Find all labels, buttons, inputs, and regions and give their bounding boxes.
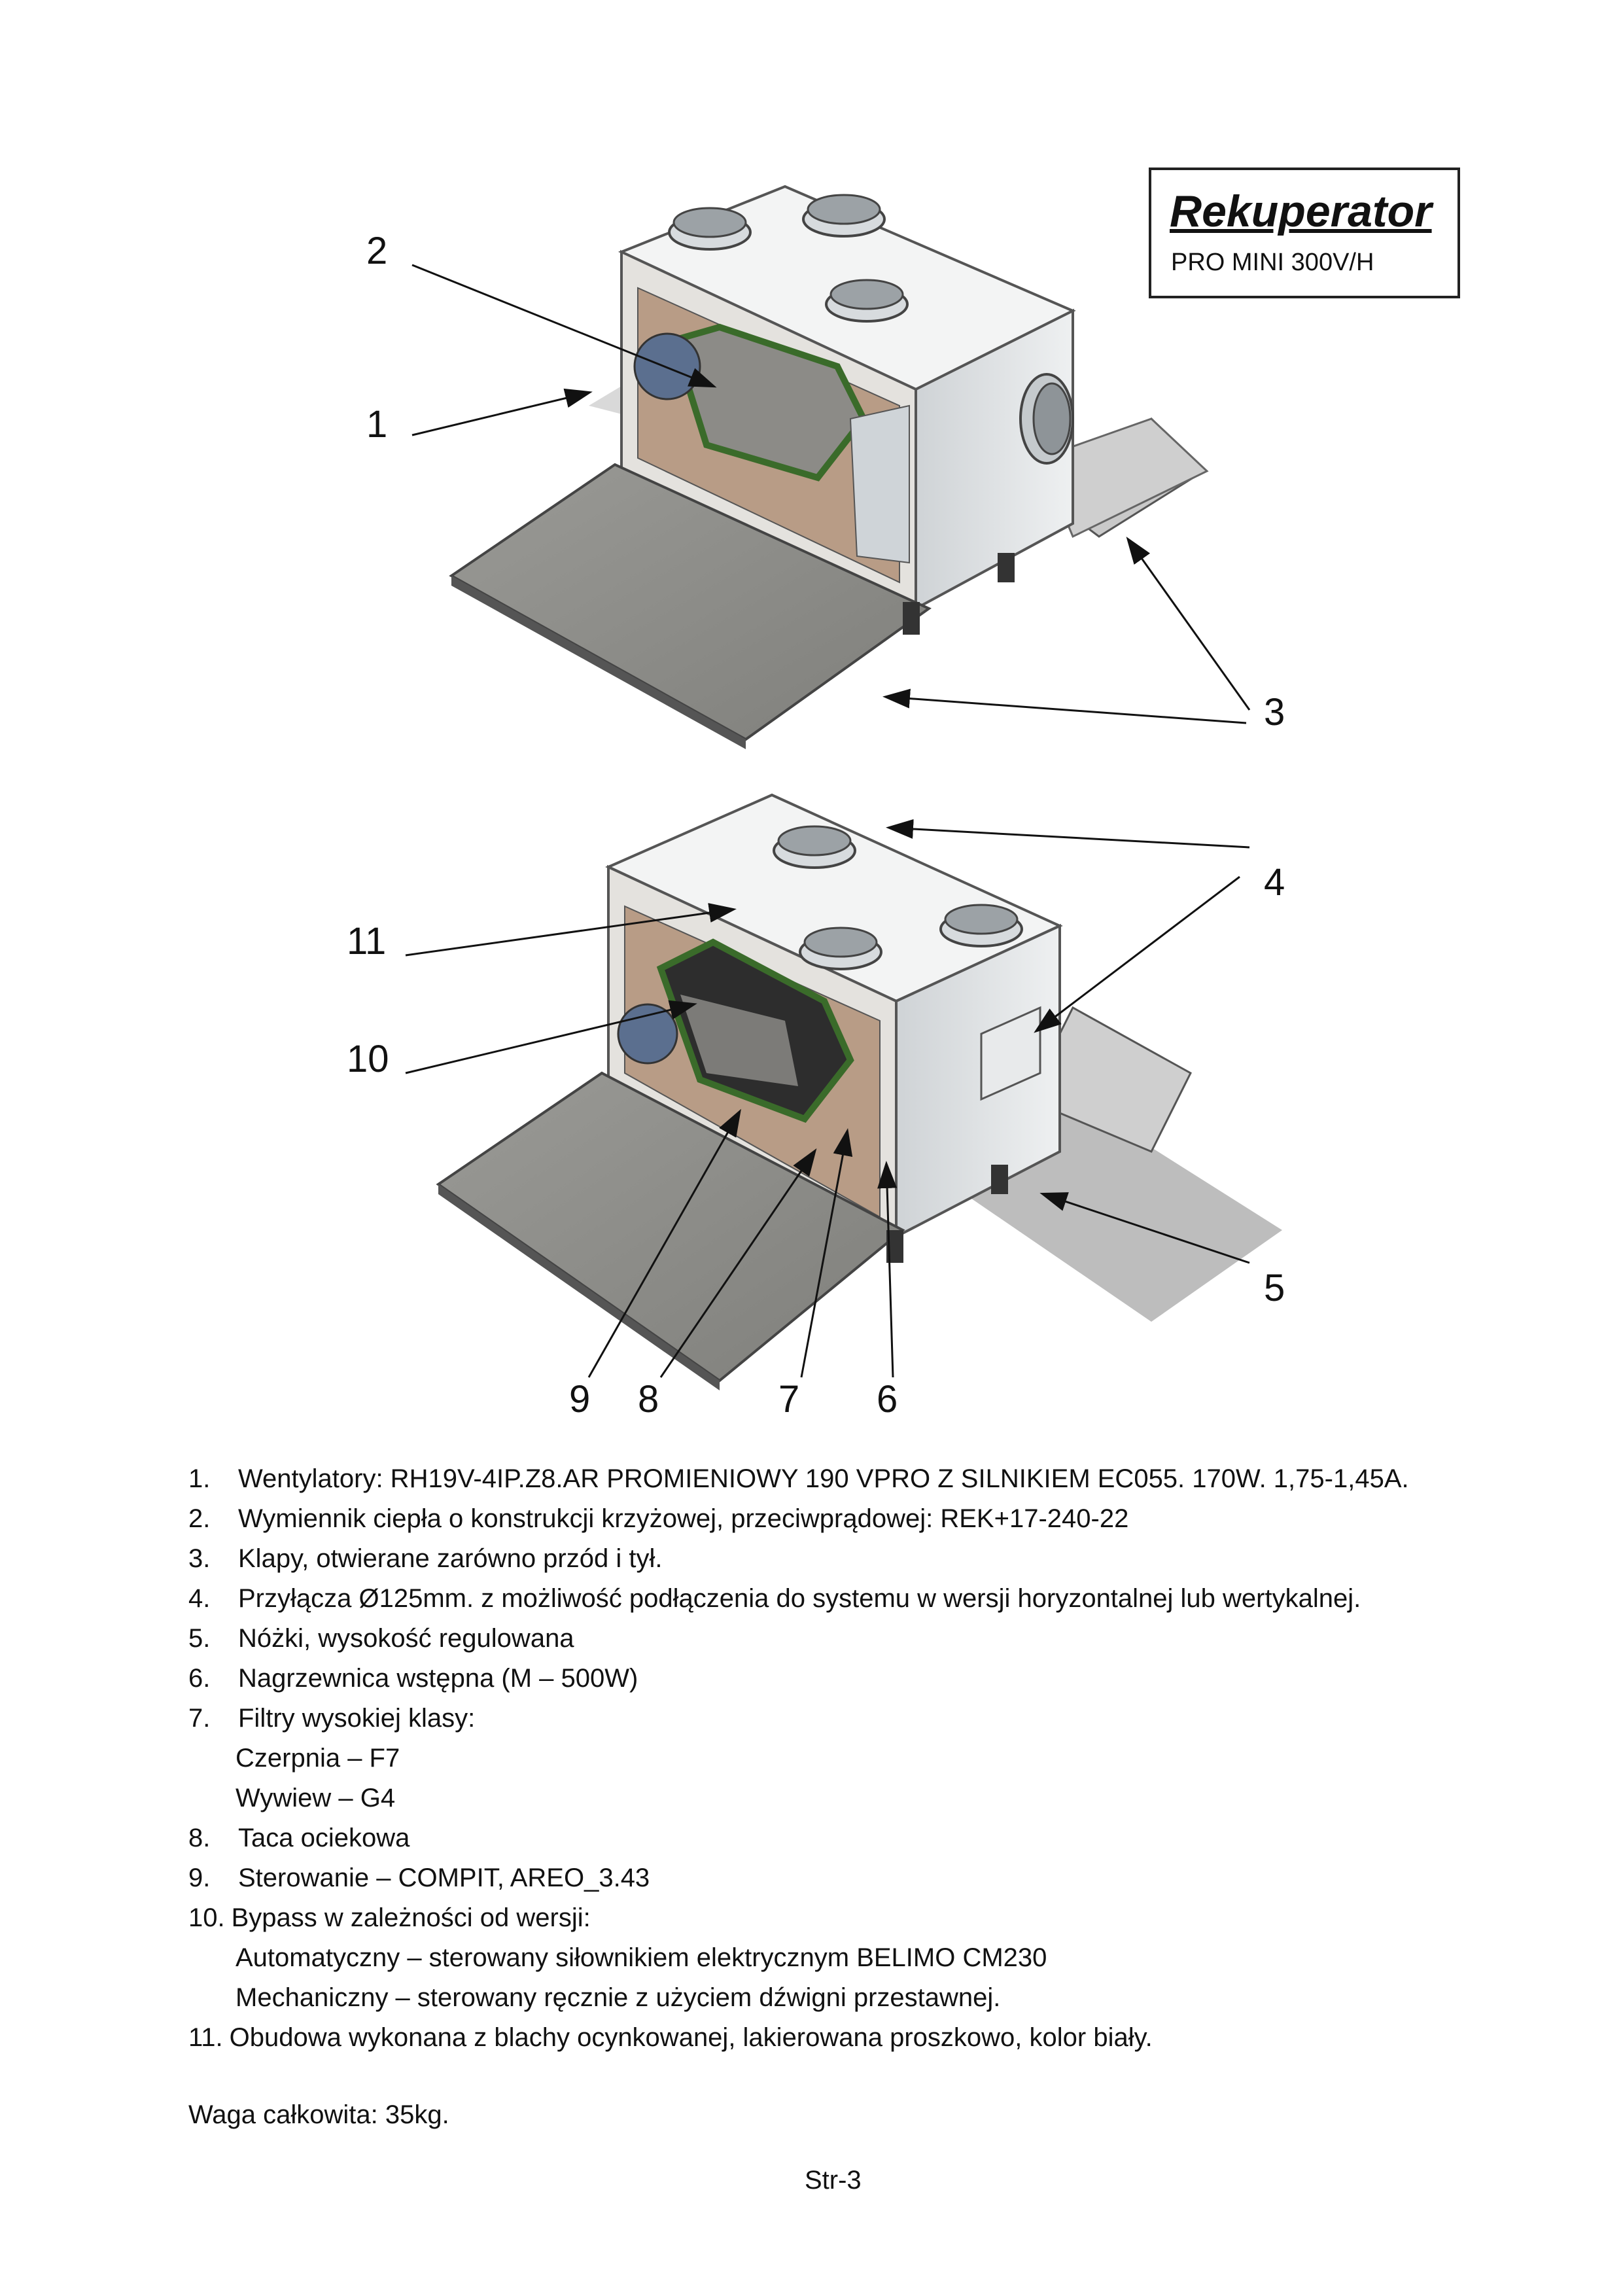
leader-lines <box>405 264 1251 1378</box>
spec-subitem: Czerpnia – F7 <box>236 1744 400 1773</box>
page-number: Str-3 <box>805 2166 862 2195</box>
spec-text: Nagrzewnica wstępna (M – 500W) <box>238 1664 638 1693</box>
spec-item: 2. Wymiennik ciepła o konstrukcji krzyżo… <box>188 1499 1497 1539</box>
spec-number: 10. <box>188 1903 225 1932</box>
spec-list: 1. Wentylatory: RH19V-4IP.Z8.AR PROMIENI… <box>188 1459 1497 2058</box>
spec-number: 9. <box>188 1863 211 1892</box>
spec-number: 2. <box>188 1504 211 1533</box>
spec-text: Klapy, otwierane zarówno przód i tył. <box>238 1544 663 1573</box>
title-box: Rekuperator PRO MINI 300V/H <box>1149 168 1460 298</box>
callout-5: 5 <box>1264 1267 1285 1309</box>
callout-9: 9 <box>569 1378 591 1421</box>
document-title: Rekuperator <box>1170 186 1432 236</box>
spec-item: 8. Taca ociekowa <box>188 1818 1497 1858</box>
spec-item: 7. Filtry wysokiej klasy: <box>188 1699 1497 1739</box>
spec-number: 11. <box>188 2023 223 2052</box>
upper-unit-drawing <box>449 185 1209 749</box>
spec-number: 6. <box>188 1664 211 1693</box>
callout-1: 1 <box>366 403 388 446</box>
spec-text: Nóżki, wysokość regulowana <box>238 1624 574 1653</box>
spec-text: Sterowanie – COMPIT, AREO_3.43 <box>238 1863 650 1892</box>
total-weight: Waga całkowita: 35kg. <box>188 2100 449 2129</box>
spec-number: 5. <box>188 1624 211 1653</box>
spec-number: 3. <box>188 1544 211 1573</box>
model-name: PRO MINI 300V/H <box>1171 249 1374 276</box>
callout-3: 3 <box>1264 691 1285 733</box>
callout-8: 8 <box>638 1378 659 1421</box>
spec-text: Przyłącza Ø125mm. z możliwość podłączeni… <box>238 1584 1361 1613</box>
spec-item: 4. Przyłącza Ø125mm. z możliwość podłącz… <box>188 1579 1497 1619</box>
spec-subitem: Mechaniczny – sterowany ręcznie z użycie… <box>236 1983 1001 2012</box>
spec-text: Wentylatory: RH19V-4IP.Z8.AR PROMIENIOWY… <box>238 1464 1409 1493</box>
callout-6: 6 <box>877 1378 898 1421</box>
spec-item: 6. Nagrzewnica wstępna (M – 500W) <box>188 1659 1497 1699</box>
spec-subitem: Wywiew – G4 <box>236 1784 396 1812</box>
spec-text: Taca ociekowa <box>238 1824 410 1852</box>
spec-item: 5. Nóżki, wysokość regulowana <box>188 1619 1497 1659</box>
spec-number: 1. <box>188 1464 211 1493</box>
callout-11: 11 <box>347 920 387 963</box>
spec-item: 10. Bypass w zależności od wersji: <box>188 1898 1497 1938</box>
spec-item: 11. Obudowa wykonana z blachy ocynkowane… <box>188 2018 1497 2058</box>
spec-text: Obudowa wykonana z blachy ocynkowanej, l… <box>229 2023 1153 2052</box>
spec-number: 7. <box>188 1704 211 1733</box>
callout-10: 10 <box>347 1038 389 1080</box>
spec-number: 4. <box>188 1584 211 1613</box>
spec-text: Bypass w zależności od wersji: <box>231 1903 591 1932</box>
spec-item: 1. Wentylatory: RH19V-4IP.Z8.AR PROMIENI… <box>188 1459 1497 1499</box>
callout-2: 2 <box>366 230 388 272</box>
product-illustrations <box>405 185 1282 1390</box>
spec-number: 8. <box>188 1824 211 1852</box>
spec-item: 9. Sterowanie – COMPIT, AREO_3.43 <box>188 1858 1497 1898</box>
spec-text: Wymiennik ciepła o konstrukcji krzyżowej… <box>238 1504 1129 1533</box>
spec-item: 3. Klapy, otwierane zarówno przód i tył. <box>188 1539 1497 1579</box>
spec-subitem: Automatyczny – sterowany siłownikiem ele… <box>236 1943 1047 1972</box>
spec-text: Filtry wysokiej klasy: <box>238 1704 476 1733</box>
lower-unit-drawing <box>436 793 1282 1390</box>
callout-4: 4 <box>1264 861 1285 904</box>
callout-7: 7 <box>778 1378 800 1421</box>
